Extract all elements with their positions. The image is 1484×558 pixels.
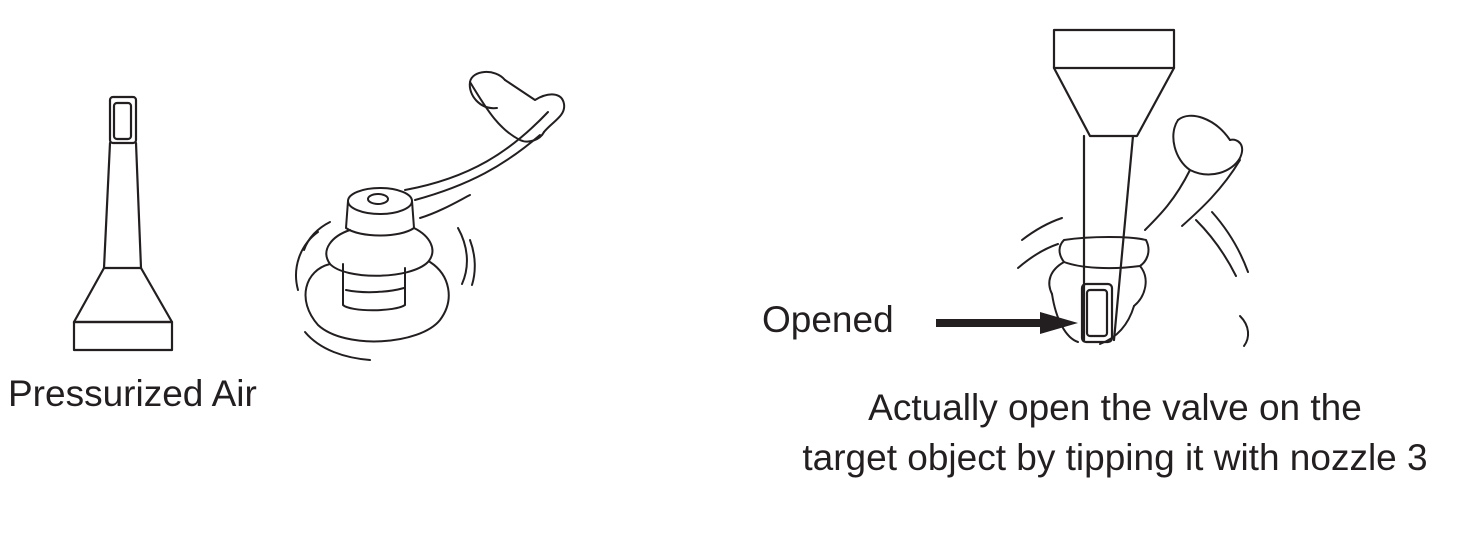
air-nozzle-drawing	[72, 95, 174, 352]
opened-label: Opened	[762, 299, 894, 340]
nozzle-opening-valve-drawing	[936, 28, 1250, 347]
pointer-arrow-icon	[936, 312, 1078, 334]
valve-sketch	[295, 71, 566, 361]
pressurized-air-label: Pressurized Air	[8, 373, 257, 414]
caption-line-2: target object by tipping it with nozzle …	[802, 437, 1428, 478]
caption: Actually open the valve on the target ob…	[720, 383, 1484, 483]
caption-line-1: Actually open the valve on the	[868, 387, 1362, 428]
